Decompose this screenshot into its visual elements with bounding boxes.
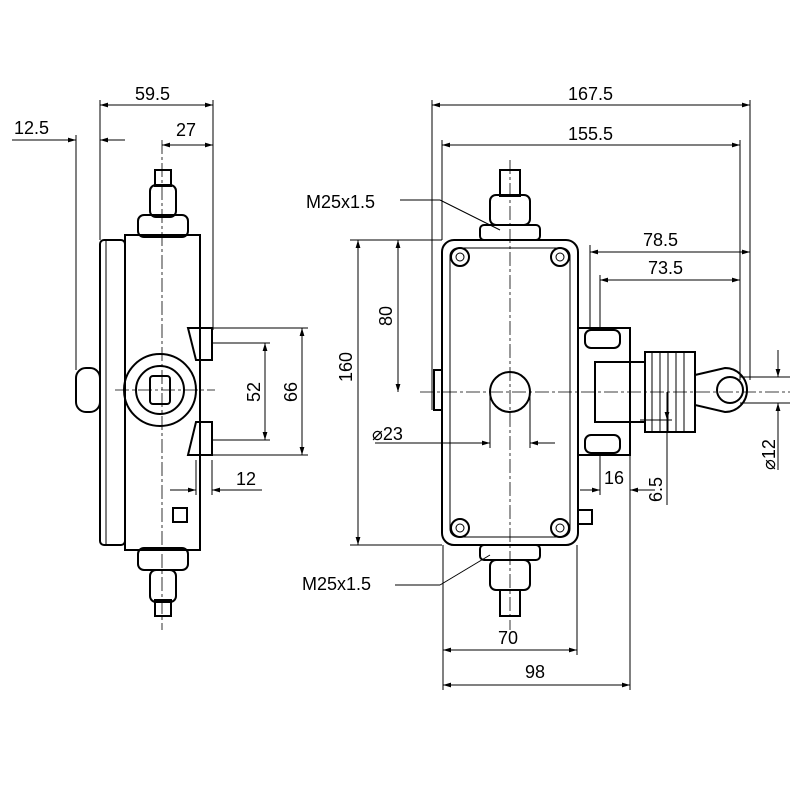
dim-66: 66 [281, 382, 301, 402]
dim-16: 16 [604, 468, 624, 488]
dim-52: 52 [244, 382, 264, 402]
thread-label-bottom: M25x1.5 [302, 574, 371, 594]
dim-12-5: 12.5 [14, 118, 49, 138]
dim-98: 98 [525, 662, 545, 682]
dim-80: 80 [376, 306, 396, 326]
dim-diameter-23: ⌀23 [372, 424, 403, 444]
side-view: 59.5 12.5 27 52 66 12 [12, 84, 308, 630]
dim-78-5: 78.5 [643, 230, 678, 250]
dim-73-5: 73.5 [648, 258, 683, 278]
front-view: 167.5 155.5 M25x1.5 78.5 73.5 160 80 ⌀23… [302, 84, 790, 690]
thread-label-top: M25x1.5 [306, 192, 375, 212]
dim-70: 70 [498, 628, 518, 648]
dim-167-5: 167.5 [568, 84, 613, 104]
dim-diameter-12: ⌀12 [759, 439, 779, 470]
dim-27: 27 [176, 120, 196, 140]
dim-59-5: 59.5 [135, 84, 170, 104]
dim-6-5: 6.5 [646, 477, 666, 502]
dim-12: 12 [236, 469, 256, 489]
dim-155-5: 155.5 [568, 124, 613, 144]
dim-160: 160 [336, 352, 356, 382]
